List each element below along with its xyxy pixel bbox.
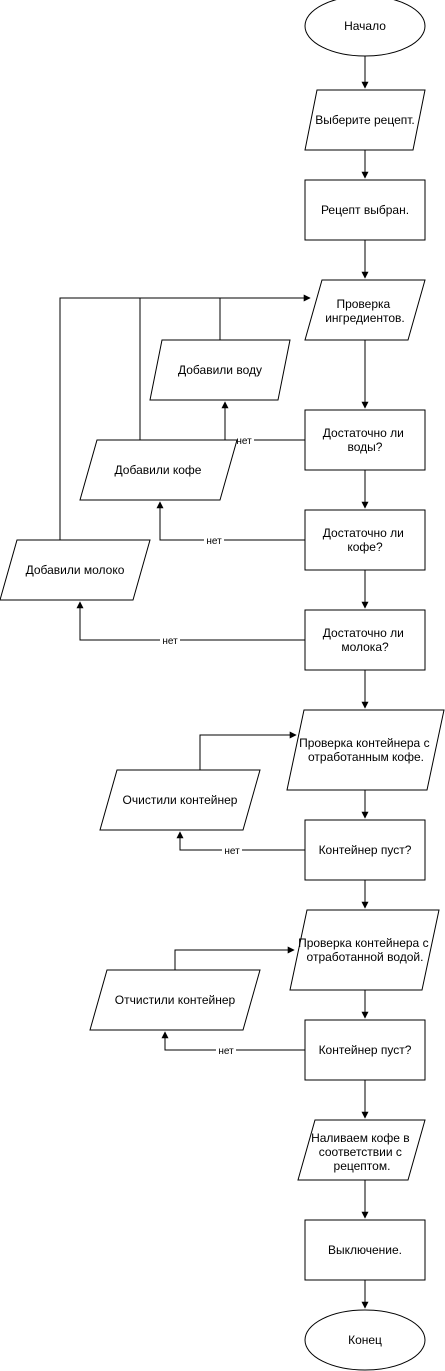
edge-label-water-container-not-empty: нет [218,1046,234,1057]
pour-coffee-io: Наливаем кофе в соответствии с рецептом. [297,1119,426,1181]
cleaned-container-2-label: Отчистили контейнер [115,993,236,1007]
enough-water-label: Достаточно ли воды? [323,426,407,454]
check-ingredients-io: Проверка ингредиентов. [304,279,426,341]
edge-no-milk [76,601,305,641]
edge-label-no-coffee: нет [206,536,222,547]
water-container-empty-process: Контейнер пуст? [304,1019,426,1081]
edge-no-coffee [156,501,305,541]
edge-labels: нет нет нет нет нет [160,434,254,1057]
enough-milk-label: Достаточно ли молока? [323,626,407,654]
shutdown-process: Выключение. [304,1219,426,1281]
edge-added-milk-to-check [59,294,311,540]
cleaned-container-io: Очистили контейнер [99,769,261,831]
check-water-container-label: Проверка контейнера с отработанной водой… [298,936,432,964]
coffee-container-empty-label: Контейнер пуст? [319,843,412,857]
added-milk-label: Добавили молоко [26,563,125,577]
recipe-chosen-label: Рецепт выбран. [321,203,409,217]
added-water-label: Добавили воду [178,363,262,377]
choose-recipe-label: Выберите рецепт. [315,113,415,127]
edge-label-no-water: нет [236,436,252,447]
cleaned-container-2-io: Отчистили контейнер [89,969,261,1031]
check-ingredients-label: Проверка ингредиентов. [325,297,405,325]
added-milk-io: Добавили молоко [0,539,151,601]
edge-cleaned-to-coffee-container [199,731,297,770]
check-water-container-io: Проверка контейнера с отработанной водой… [289,909,440,991]
edge-coffee-container-not-empty [176,831,305,851]
start-terminator: Начало [304,0,426,57]
pour-coffee-label: Наливаем кофе в соответствии с рецептом. [311,1131,413,1173]
edge-added-water-to-check [219,297,310,340]
choose-recipe-io: Выберите рецепт. [304,89,426,151]
start-label: Начало [344,19,386,33]
edge-water-container-not-empty [161,1031,305,1051]
added-coffee-io: Добавили кофе [79,439,238,501]
shutdown-label: Выключение. [328,1243,402,1257]
added-coffee-label: Добавили кофе [115,463,202,477]
recipe-chosen-process: Рецепт выбран. [304,179,426,241]
check-coffee-container-io: Проверка контейнера с отработанным кофе. [286,709,445,791]
enough-coffee-label: Достаточно ли кофе? [323,526,407,554]
end-terminator: Конец [304,1309,426,1371]
enough-water-process: Достаточно ли воды? [304,409,426,471]
coffee-container-empty-process: Контейнер пуст? [304,819,426,881]
cleaned-container-label: Очистили контейнер [123,793,238,807]
edge-label-no-milk: нет [162,636,178,647]
check-coffee-container-label: Проверка контейнера с отработанным кофе. [299,736,433,764]
enough-coffee-process: Достаточно ли кофе? [304,509,426,571]
end-label: Конец [348,1333,382,1347]
edges [59,56,369,1309]
enough-milk-process: Достаточно ли молока? [304,609,426,671]
edge-cleaned-to-water-container [174,946,295,970]
edge-label-coffee-container-not-empty: нет [224,846,240,857]
added-water-io: Добавили воду [149,339,291,401]
water-container-empty-label: Контейнер пуст? [319,1043,412,1057]
